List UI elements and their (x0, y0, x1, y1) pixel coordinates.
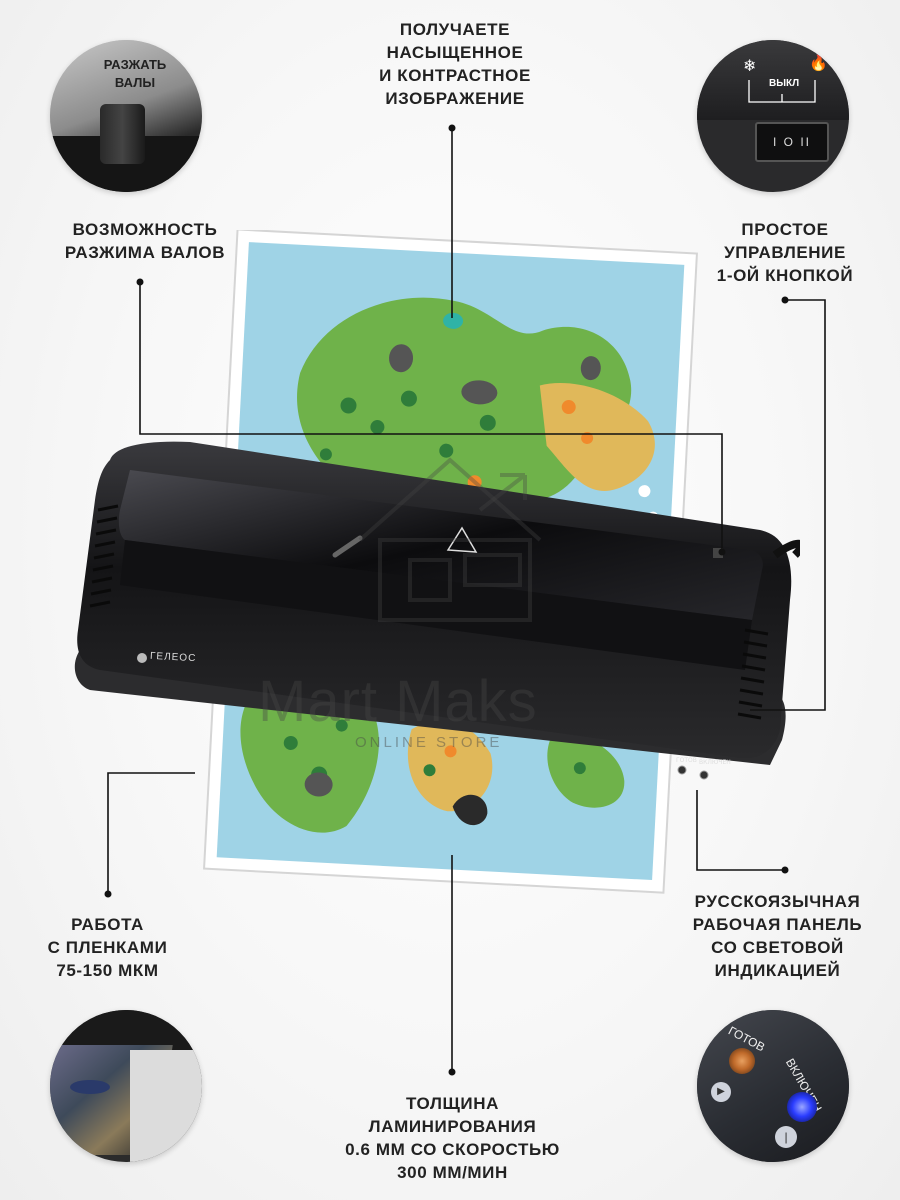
switch-marks: I O II (772, 135, 811, 149)
snowflake-icon: ❄ (743, 58, 757, 75)
callout-indicators: ГОТОВ ВКЛЮЧЕН ▶ | (697, 1010, 849, 1162)
power-led (787, 1092, 817, 1122)
callout-power-switch: ❄ 🔥 ВЫКЛ I O II (697, 40, 849, 192)
release-label-line1: РАЗЖАТЬ (103, 57, 167, 72)
caption-one-button-control: ПРОСТОЕ УПРАВЛЕНИЕ 1-ОЙ КНОПКОЙ (716, 220, 854, 285)
ready-led (729, 1048, 755, 1074)
watermark-subtitle: ONLINE STORE (355, 734, 503, 751)
ready-play-icon: ▶ (711, 1082, 731, 1102)
switch-off-label: ВЫКЛ (769, 78, 800, 89)
flame-icon: 🔥 (809, 55, 828, 72)
release-label-line2: ВАЛЫ (114, 75, 156, 90)
release-lever (100, 104, 145, 164)
panel-ready-label: ГОТОВ (676, 757, 697, 764)
callout-film-roll (50, 1010, 202, 1162)
callout-release-rollers: РАЗЖАТЬ ВАЛЫ (50, 40, 202, 192)
watermark-house-icon (358, 457, 542, 622)
rocker-switch: I O II (755, 122, 829, 162)
laminator-device (74, 441, 800, 780)
caption-russian-panel: РУССКОЯЗЫЧНАЯ РАБОЧАЯ ПАНЕЛЬ СО СВЕТОВОЙ… (692, 892, 863, 980)
watermark-title: Mart Maks (258, 669, 538, 734)
power-icon: | (775, 1126, 797, 1148)
caption-image-quality: ПОЛУЧАЕТЕ НАСЫЩЕННОЕ И КОНТРАСТНОЕ ИЗОБР… (379, 20, 531, 108)
caption-roller-release: ВОЗМОЖНОСТЬ РАЗЖИМА ВАЛОВ (64, 220, 226, 262)
panel-on-label: ВКЛЮЧЕН (699, 759, 731, 766)
caption-film-thickness: РАБОТА С ПЛЕНКАМИ 75-150 МКМ (47, 915, 168, 980)
caption-lamination-speed: ТОЛЩИНА ЛАМИНИРОВАНИЯ 0.6 ММ СО СКОРОСТЬ… (345, 1094, 560, 1182)
switch-bracket-icon (748, 80, 816, 103)
